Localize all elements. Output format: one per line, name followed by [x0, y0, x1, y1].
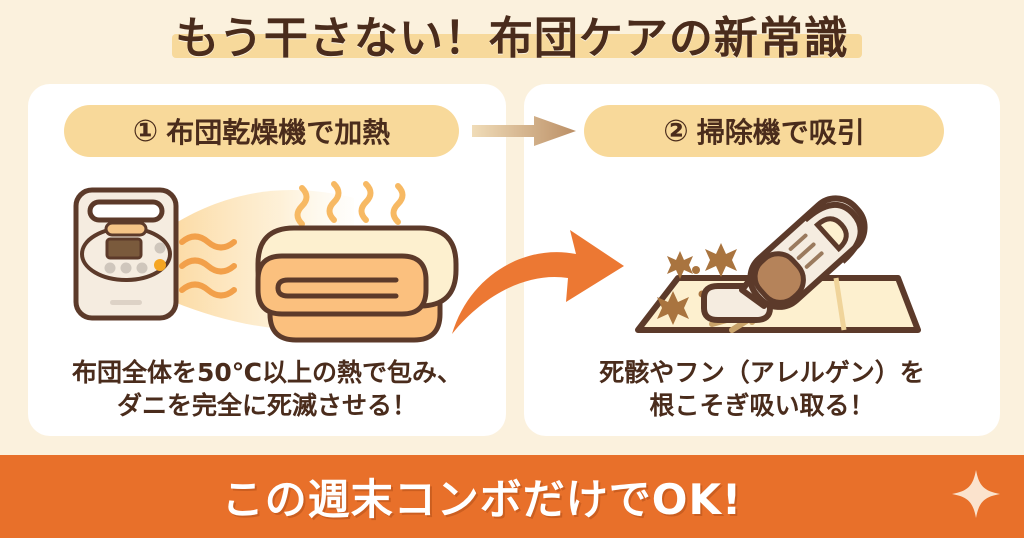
step-2-caption: 死骸やフン（アレルゲン）を 根こそぎ吸い取る！ — [524, 356, 1000, 422]
bottom-banner-text: この週末コンボだけでOK! — [221, 475, 743, 524]
step-1-caption-line-1: 布団全体を50℃以上の熱で包み、 — [71, 358, 463, 387]
step-1-number: ① — [132, 113, 159, 149]
bottom-banner: この週末コンボだけでOK! — [0, 455, 1024, 538]
step-1-header: ① 布団乾燥機で加熱 — [64, 105, 459, 157]
curved-arrow-right-icon — [452, 230, 624, 334]
step-1-caption: 布団全体を50℃以上の熱で包み、 ダニを完全に死滅させる！ — [28, 356, 506, 422]
step-1-caption-line-2: ダニを完全に死滅させる！ — [116, 391, 417, 420]
step-2-caption-line-2: 根こそぎ吸い取る！ — [649, 391, 875, 420]
step-1-label: 布団乾燥機で加熱 — [166, 116, 391, 149]
futon-dryer-heating-icon — [73, 181, 459, 343]
step-2-label: 掃除機で吸引 — [696, 116, 865, 149]
page-title: もう干さない！布団ケアの新常識 — [0, 8, 1024, 70]
step-2-caption-line-1: 死骸やフン（アレルゲン）を — [599, 358, 925, 387]
title-highlight-bar — [172, 34, 862, 58]
step-2-header: ② 掃除機で吸引 — [584, 105, 944, 157]
step-2-number: ② — [663, 113, 689, 149]
sparkle-icon — [952, 470, 1000, 518]
page-title-text: もう干さない！布団ケアの新常識 — [175, 13, 849, 64]
handheld-vacuum-icon — [635, 195, 921, 333]
arrow-right-icon — [472, 116, 576, 146]
